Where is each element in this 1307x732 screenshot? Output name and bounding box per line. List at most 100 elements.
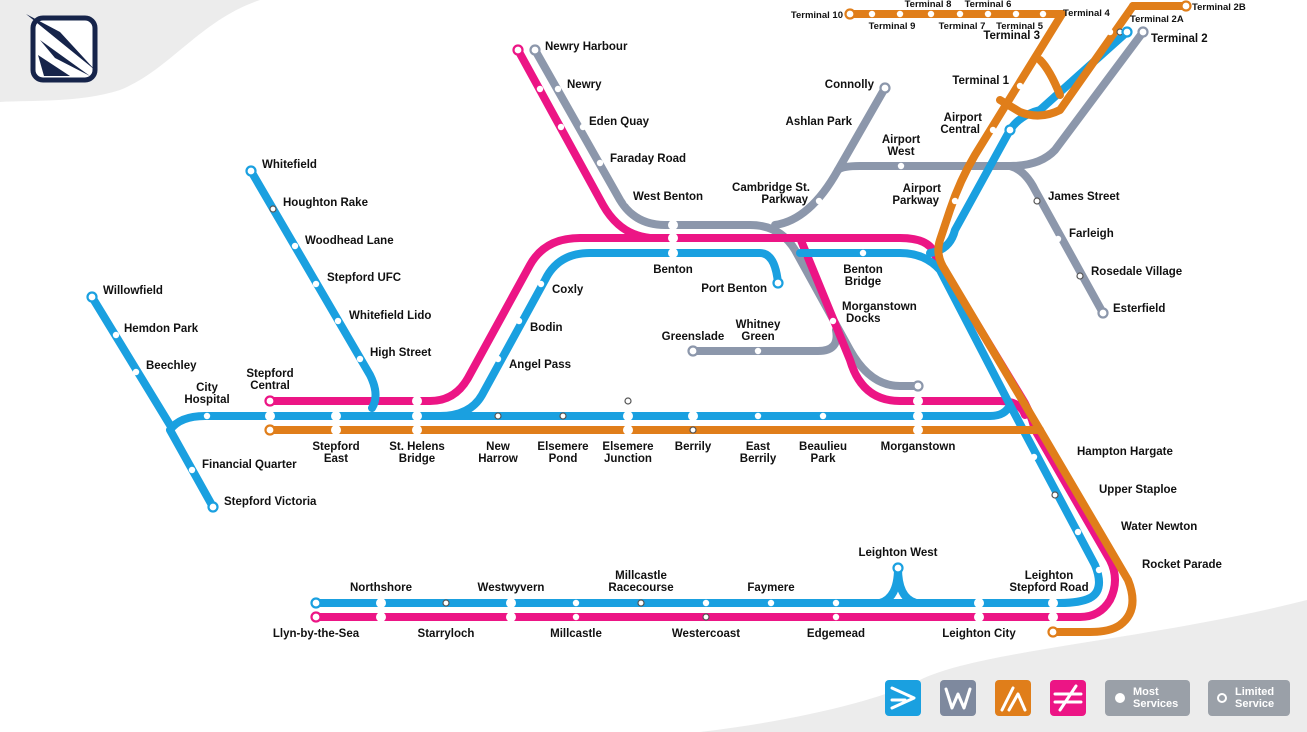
station-label-millcastle-racecourse-2: Racecourse <box>608 582 673 594</box>
station-label-houghton-rake: Houghton Rake <box>283 197 368 209</box>
station-label-esterfield: Esterfield <box>1113 303 1165 315</box>
orange-line-airport <box>934 10 1137 636</box>
pink-crossing-icon <box>1050 680 1086 716</box>
station-label-hemdon-park: Hemdon Park <box>124 323 199 335</box>
station-label-rocket-parade: Rocket Parade <box>1142 559 1222 571</box>
station-label-bodin: Bodin <box>530 322 563 334</box>
station-label-elsemere-pond-2: Pond <box>549 453 578 465</box>
station-label-willowfield: Willowfield <box>103 285 163 297</box>
station-label-airport-parkway-2: Parkway <box>892 195 939 207</box>
station-label-elsemere-pond-1: Elsemere <box>537 441 588 453</box>
station-label-morganstown-docks-1: Morganstown <box>842 301 917 313</box>
station-label-city-hospital-1: City <box>196 382 218 394</box>
limited-service-markers <box>269 28 1124 621</box>
blue-line-main <box>201 249 1014 420</box>
station-label-eden-quay: Eden Quay <box>589 116 650 128</box>
pink-line-morganstown-link <box>796 234 1029 419</box>
legend: Most Services Limited Service <box>885 680 1290 716</box>
station-label-angel-pass: Angel Pass <box>509 359 571 371</box>
station-label-faymere: Faymere <box>747 582 794 594</box>
station-label-llyn-by-the-sea: Llyn-by-the-Sea <box>273 628 360 640</box>
station-label-elsemere-junction-1: Elsemere <box>602 441 653 453</box>
station-label-cambridge-2: Parkway <box>761 194 808 206</box>
station-label-water-newton: Water Newton <box>1121 521 1197 533</box>
station-label-beechley: Beechley <box>146 360 197 372</box>
blue-chevron-icon <box>885 680 921 716</box>
station-label-ashlan-park: Ashlan Park <box>786 116 853 128</box>
station-label-whitefield: Whitefield <box>262 159 317 171</box>
legend-limited-service: Limited Service <box>1208 680 1290 716</box>
operator-logo-icon <box>26 14 98 83</box>
orange-line-terminal-2a <box>996 2 1137 120</box>
grey-line-north <box>531 46 922 390</box>
station-label-city-hospital-2: Hospital <box>184 394 229 406</box>
station-label-airport-parkway-1: Airport <box>903 183 942 195</box>
blue-line-whitefield <box>247 167 380 412</box>
station-label-beaulieu-park-2: Park <box>811 453 837 465</box>
orange-line-loop <box>1036 56 1064 99</box>
airport-slash-icon <box>995 680 1031 716</box>
station-label-st-helens-2: Bridge <box>399 453 435 465</box>
station-label-benton-bridge-2: Bridge <box>845 276 881 288</box>
station-label-upper-staploe: Upper Staploe <box>1099 484 1177 496</box>
station-labels: Newry Harbour Newry Eden Quay Faraday Ro… <box>103 0 1246 640</box>
station-label-whitefield-lido: Whitefield Lido <box>349 310 431 322</box>
station-label-rosedale-village: Rosedale Village <box>1091 266 1182 278</box>
station-label-airport-west-1: Airport <box>882 134 921 146</box>
legend-most-services: Most Services <box>1105 680 1190 716</box>
station-label-morganstown: Morganstown <box>881 441 956 453</box>
station-label-new-harrow-1: New <box>486 441 510 453</box>
blue-line-south <box>312 401 1103 607</box>
w-letter-icon <box>940 680 976 716</box>
blue-line-benton-loop <box>436 249 782 420</box>
station-label-millcastle-racecourse-1: Millcastle <box>615 570 667 582</box>
station-label-morganstown-docks-2: Docks <box>846 313 881 325</box>
station-label-faraday-road: Faraday Road <box>610 153 686 165</box>
legend-most-label-2: Services <box>1133 698 1178 710</box>
station-label-greenslade: Greenslade <box>662 331 725 343</box>
terminus-markers <box>86 0 1192 638</box>
station-label-james-street: James Street <box>1048 191 1120 203</box>
station-label-terminal-5: Terminal 5 <box>996 21 1044 32</box>
station-label-coxly: Coxly <box>552 284 584 296</box>
station-label-stepford-ufc: Stepford UFC <box>327 272 401 284</box>
station-label-terminal-7: Terminal 7 <box>939 21 986 32</box>
station-label-starryloch: Starryloch <box>418 628 475 640</box>
station-label-northshore: Northshore <box>350 582 412 594</box>
station-label-elsemere-junction-2: Junction <box>604 453 652 465</box>
station-label-leighton-city: Leighton City <box>942 628 1016 640</box>
station-label-edgemead: Edgemead <box>807 628 865 640</box>
station-label-terminal-8: Terminal 8 <box>905 0 952 10</box>
station-label-leighton-stepford-2: Stepford Road <box>1009 582 1088 594</box>
station-label-st-helens-1: St. Helens <box>389 441 445 453</box>
legend-most-label-1: Most <box>1133 686 1159 698</box>
station-label-stepford-victoria: Stepford Victoria <box>224 496 317 508</box>
station-label-woodhead-lane: Woodhead Lane <box>305 235 394 247</box>
station-label-whitney-green-1: Whitney <box>736 319 781 331</box>
station-label-terminal-10: Terminal 10 <box>791 10 843 21</box>
station-label-east-berrily-2: Berrily <box>740 453 777 465</box>
station-label-terminal-3: Terminal 3 <box>983 30 1040 42</box>
station-label-port-benton: Port Benton <box>701 283 767 295</box>
station-label-millcastle: Millcastle <box>550 628 602 640</box>
station-label-terminal-2a: Terminal 2A <box>1130 14 1184 25</box>
station-label-terminal-4: Terminal 4 <box>1063 8 1111 19</box>
station-label-westercoast: Westercoast <box>672 628 740 640</box>
station-label-stepford-central-1: Stepford <box>246 368 293 380</box>
station-label-leighton-stepford-1: Leighton <box>1025 570 1074 582</box>
station-label-airport-west-2: West <box>887 146 914 158</box>
station-label-terminal-9: Terminal 9 <box>869 21 916 32</box>
station-label-west-benton: West Benton <box>633 191 703 203</box>
station-label-leighton-west: Leighton West <box>858 547 937 559</box>
station-label-farleigh: Farleigh <box>1069 228 1114 240</box>
station-label-stepford-east-1: Stepford <box>312 441 359 453</box>
legend-limited-label-2: Service <box>1235 698 1274 710</box>
grey-line-esterfield <box>1006 162 1107 317</box>
station-label-airport-central-1: Airport <box>944 112 983 124</box>
legend-limited-label-1: Limited <box>1235 686 1274 698</box>
station-label-terminal-6: Terminal 6 <box>965 0 1012 10</box>
station-label-berrily: Berrily <box>675 441 712 453</box>
station-label-terminal-2b: Terminal 2B <box>1192 2 1246 13</box>
